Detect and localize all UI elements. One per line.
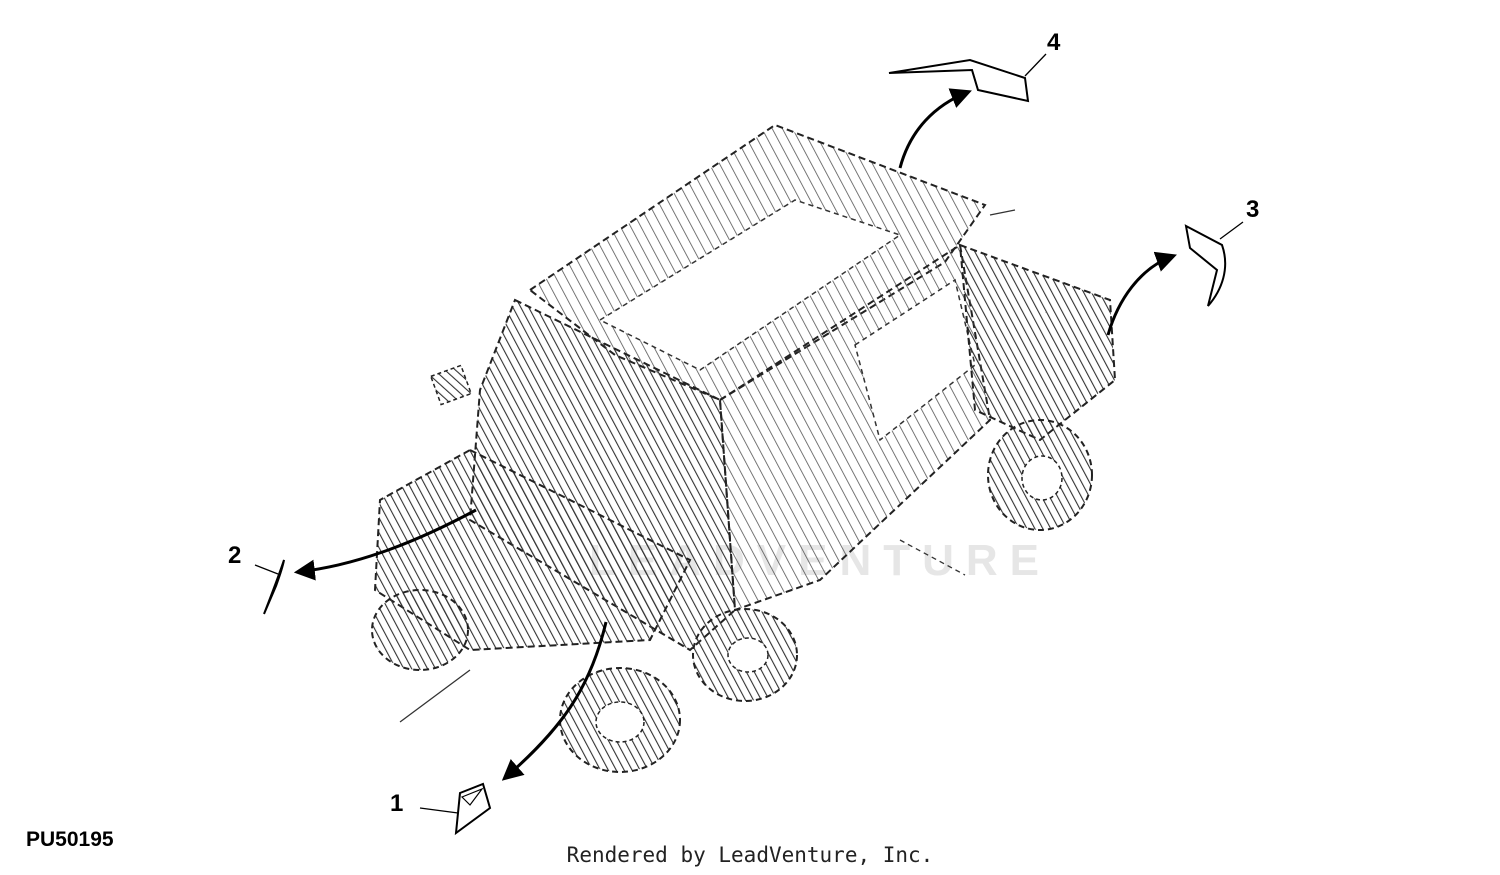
door-window <box>854 278 976 442</box>
frame-line <box>989 209 1016 216</box>
arrow-part-4 <box>898 88 972 169</box>
part-2-decal <box>263 559 285 615</box>
arrow-part-2 <box>293 508 477 581</box>
figure-id-label: PU50195 <box>26 828 114 851</box>
leader-line-1 <box>419 807 459 814</box>
utility-vehicle-illustration <box>371 123 1117 773</box>
rear-wheel <box>987 419 1093 531</box>
callout-number-2: 2 <box>228 542 241 569</box>
arrow-part-1 <box>501 621 608 781</box>
part-4-decal <box>888 58 1030 103</box>
part-1-decal <box>454 782 492 836</box>
callout-number-4: 4 <box>1047 29 1061 56</box>
leader-line-3 <box>1219 221 1244 240</box>
vehicle-cargo-bed <box>958 243 1117 442</box>
leader-line-2 <box>254 564 279 575</box>
vehicle-hood <box>373 448 692 652</box>
front-right-wheel <box>371 589 469 671</box>
callout-number-3: 3 <box>1246 196 1259 223</box>
mid-wheel <box>692 608 798 702</box>
part-3-decal <box>1184 224 1227 307</box>
front-left-wheel <box>559 667 681 773</box>
render-credit: Rendered by LeadVenture, Inc. <box>566 843 934 867</box>
leader-line-4 <box>1024 53 1047 77</box>
arrow-part-3 <box>1106 251 1177 336</box>
frame-line <box>899 539 966 576</box>
frame-line <box>399 669 471 723</box>
roof-panel <box>598 199 902 371</box>
side-mirror <box>429 364 473 406</box>
callout-number-1: 1 <box>390 790 403 817</box>
